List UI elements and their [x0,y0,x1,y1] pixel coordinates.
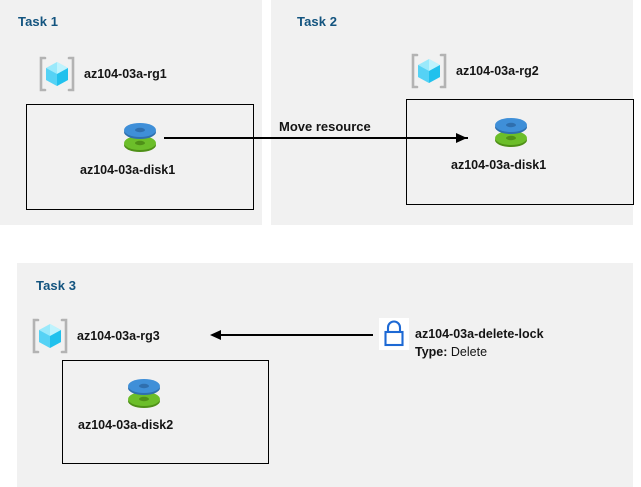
lock-type-value: Delete [450,345,488,359]
panel-title-task2: Task 2 [297,14,338,29]
resource-group-label-task1: az104-03a-rg1 [84,67,167,81]
managed-disk-icon [490,110,532,152]
resource-box-task2 [406,99,634,205]
resource-group-label-task3: az104-03a-rg3 [77,329,160,343]
panel-task1 [0,0,262,225]
resource-group-label-task2: az104-03a-rg2 [456,64,539,78]
resource-group-icon [408,50,450,92]
resource-box-task1 [26,104,254,210]
panel-title-task1: Task 1 [18,14,59,29]
resource-box-task3 [62,360,269,464]
move-resource-connector-line [164,137,468,139]
lock-name-label: az104-03a-delete-lock [415,327,544,341]
resource-label-task1: az104-03a-disk1 [80,163,176,177]
managed-disk-icon [119,115,161,157]
resource-group-icon [29,315,71,357]
lock-connector-line [221,334,373,336]
panel-title-task3: Task 3 [36,278,77,293]
move-resource-label: Move resource [279,119,371,134]
lock-type-line: Type: Delete [415,345,487,359]
panel-task3 [17,263,633,487]
move-resource-arrowhead [456,132,467,143]
panel-task2 [271,0,633,225]
lock-type-label: Type: [415,345,448,359]
resource-label-task2: az104-03a-disk1 [451,158,547,172]
resource-group-icon [36,53,78,95]
resource-label-task3: az104-03a-disk2 [78,418,174,432]
lock-icon [379,318,409,350]
lock-arrowhead [210,329,221,340]
managed-disk-icon [123,371,165,413]
